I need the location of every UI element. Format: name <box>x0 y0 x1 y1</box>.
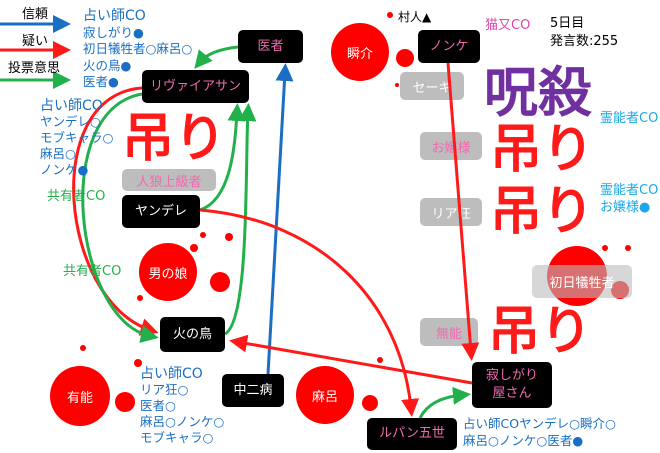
note-line: 寂しがり● <box>83 24 144 40</box>
note-kyouyuu-co: 共有者CO <box>63 264 122 279</box>
note-line: 霊能者CO <box>600 183 659 198</box>
node-label: 寂しがり <box>485 368 538 384</box>
vote-arrow <box>224 103 257 336</box>
villager-label: 村人▲ <box>398 10 432 24</box>
doubt-arrow <box>446 62 480 361</box>
doubt-arrow <box>199 208 420 417</box>
vote-arrow <box>199 103 246 212</box>
note-line: 医者○ <box>140 398 176 413</box>
note-line: リア狂○ <box>140 382 189 397</box>
doubt-arrow <box>229 334 473 385</box>
player-label: 初日犠牲者 <box>549 276 615 291</box>
node-isha[interactable]: 医者 <box>238 30 303 63</box>
note-line: 麻呂○ノンケ○ <box>140 414 225 429</box>
note-leviathan-side: 占い師CO ヤンデレ○ モブキャラ○ 麻呂○ ノンケ● <box>40 98 113 178</box>
note-line: 初日犠牲者○麻呂○ <box>83 41 193 56</box>
node-label: ルパン五世 <box>379 426 445 442</box>
note-line: 占い師CO <box>40 98 103 114</box>
node-label: 屋さん <box>492 386 532 401</box>
dead-splat-shunsuke: 瞬介 <box>328 20 392 84</box>
dead-splat-otokonoko: 男の娘 <box>134 238 202 306</box>
note-line: お嬢様● <box>600 200 651 215</box>
note-line: 火の鳥● <box>83 57 132 73</box>
node-label: 火の鳥 <box>172 326 212 342</box>
note-sabishigari-side: 占い師COヤンデレ○瞬介○ 麻呂○ノンケ○医者● <box>463 416 616 449</box>
executed-jinro-joukyuu: 人狼上級者 <box>122 169 216 191</box>
node-label: ノンケ <box>429 38 469 54</box>
trust-arrow <box>266 63 294 375</box>
node-yandere[interactable]: ヤンデレ <box>122 195 200 228</box>
hang-marker: 吊り <box>122 109 227 169</box>
blood-splat-icon <box>296 366 354 424</box>
post-count: 発言数:255 <box>550 34 619 49</box>
vote-arrow <box>194 45 239 69</box>
note-reinou-co: 霊能者CO <box>600 111 659 126</box>
dead-label: 麻呂 <box>311 389 338 405</box>
note-line: モブキャラ○ <box>40 130 114 145</box>
dead-label: 瞬介 <box>346 46 373 62</box>
day-label: 5日目 <box>550 16 585 31</box>
dead-splat-maro: 麻呂 <box>292 362 358 428</box>
blood-splat-icon <box>50 366 110 426</box>
player-label: 人狼上級者 <box>136 174 202 190</box>
executed-seeki: セーキ <box>400 72 464 100</box>
note-line: 占い師COヤンデレ○瞬介○ <box>463 416 616 431</box>
node-chuunibyou[interactable]: 中二病 <box>222 374 284 407</box>
note-line: ヤンデレ○ <box>40 114 101 129</box>
note-chuunibyou-side: 占い師CO リア狂○ 医者○ 麻呂○ノンケ○ モブキャラ○ <box>140 366 224 446</box>
player-label: セーキ <box>412 80 452 96</box>
curse-marker: 呪殺 <box>484 61 592 124</box>
blood-splat-icon <box>137 243 198 301</box>
vote-arrow <box>81 92 159 343</box>
node-label: 中二病 <box>233 382 273 398</box>
blood-splat-icon <box>331 23 389 81</box>
note-line: 占い師CO <box>140 366 203 382</box>
legend-doubt-label: 疑い <box>22 34 49 49</box>
note-line: モブキャラ○ <box>140 430 214 445</box>
note-line: ノンケ● <box>40 162 89 177</box>
note-line: 麻呂○ <box>40 146 76 161</box>
note-line: 医者● <box>83 74 119 89</box>
legend-trust-label: 信頼 <box>22 7 49 22</box>
doubt-arrow <box>72 86 159 336</box>
hang-marker: 吊り <box>490 182 595 242</box>
node-lupin[interactable]: ルパン五世 <box>367 418 457 450</box>
note-reinou-co-2: 霊能者CO お嬢様● <box>600 182 658 216</box>
dead-shonichi: 初日犠牲者 <box>532 265 632 298</box>
hang-marker: 吊り <box>490 120 595 180</box>
note-kyouyuu-co: 共有者CO <box>47 189 106 204</box>
note-line: 占い師CO <box>83 8 146 24</box>
node-label: 医者 <box>257 38 284 54</box>
node-nonke[interactable]: ノンケ <box>418 30 480 63</box>
executed-ojousama: お嬢様 <box>420 132 482 160</box>
node-hinotori[interactable]: 火の鳥 <box>160 317 225 352</box>
node-leviathan[interactable]: リヴァイアサン <box>142 70 249 103</box>
node-label: ヤンデレ <box>134 203 187 219</box>
legend-vote-label: 投票意思 <box>8 61 61 76</box>
dead-label: 有能 <box>66 390 93 406</box>
node-label: リヴァイアサン <box>149 78 241 94</box>
player-label: 無能 <box>435 326 462 342</box>
player-label: お嬢様 <box>431 140 471 156</box>
dead-splat-yuunou: 有能 <box>46 362 114 430</box>
note-line: 麻呂○ノンケ○医者● <box>463 432 584 448</box>
node-sabishigari[interactable]: 寂しがり屋さん <box>472 362 552 408</box>
dead-label: 男の娘 <box>148 266 188 282</box>
hang-marker: 吊り <box>488 302 593 362</box>
vote-arrow <box>418 386 471 419</box>
nekomata-co: 猫又CO <box>485 18 531 33</box>
note-top-left: 占い師CO 寂しがり● 初日犠牲者○麻呂○ 火の鳥● 医者● <box>83 8 192 91</box>
